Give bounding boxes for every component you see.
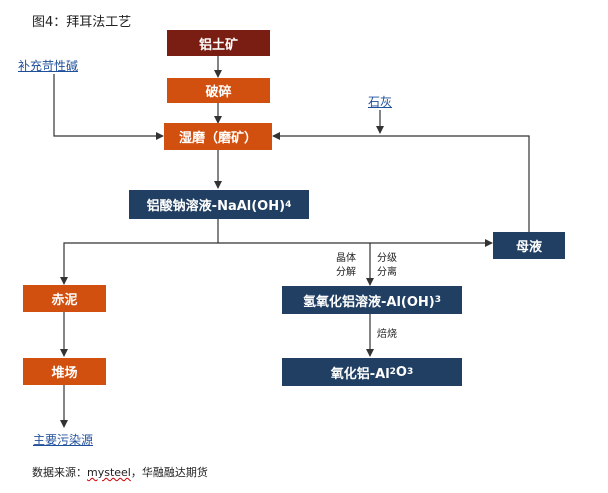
- note-crystal-1: 晶体: [336, 253, 356, 264]
- source-prefix: 数据来源：: [32, 466, 87, 479]
- hydroxide-label: 氢氧化铝溶液-Al(OH): [303, 294, 435, 310]
- aluminate-label: 铝酸钠溶液-NaAl(OH): [146, 199, 286, 214]
- output-pollution: 主要污染源: [33, 433, 94, 447]
- source-brand: mysteel: [87, 466, 131, 479]
- arrow-aluminate-redmud: [60, 219, 219, 285]
- alumina-subscript-1: 2: [389, 367, 396, 377]
- alumina-subscript-2: 3: [406, 367, 414, 377]
- note-grade-1: 分级: [377, 253, 397, 264]
- node-stockyard: 堆场: [23, 358, 106, 385]
- node-grind: 湿磨（磨矿）: [164, 123, 272, 150]
- arrow-mother-grind: [272, 132, 530, 233]
- node-red-mud: 赤泥: [23, 285, 106, 312]
- node-aluminate: 铝酸钠溶液-NaAl(OH)4: [129, 190, 309, 219]
- alumina-label: 氧化铝-Al: [330, 366, 390, 382]
- arrow-caustic-grind: [53, 74, 164, 140]
- data-source: 数据来源：mysteel，华融融达期货: [32, 464, 208, 480]
- note-calcine: 焙烧: [377, 329, 397, 340]
- note-grade-2: 分离: [377, 267, 397, 278]
- node-mother-liquor: 母液: [493, 232, 565, 259]
- figure-title: 图4：拜耳法工艺: [32, 15, 132, 30]
- input-lime: 石灰: [368, 95, 393, 109]
- input-caustic: 补充苛性碱: [18, 59, 79, 73]
- note-crystal: 晶体 分解: [336, 252, 356, 280]
- node-hydroxide: 氢氧化铝溶液-Al(OH)3: [282, 286, 462, 314]
- source-suffix: ，华融融达期货: [130, 466, 208, 479]
- node-bauxite: 铝土矿: [167, 30, 270, 56]
- note-crystal-2: 分解: [336, 267, 356, 278]
- node-crush: 破碎: [167, 78, 270, 103]
- note-grade: 分级 分离: [377, 252, 397, 280]
- alumina-mid: O: [395, 364, 407, 380]
- hydroxide-subscript: 3: [434, 295, 441, 305]
- aluminate-subscript: 4: [285, 199, 292, 210]
